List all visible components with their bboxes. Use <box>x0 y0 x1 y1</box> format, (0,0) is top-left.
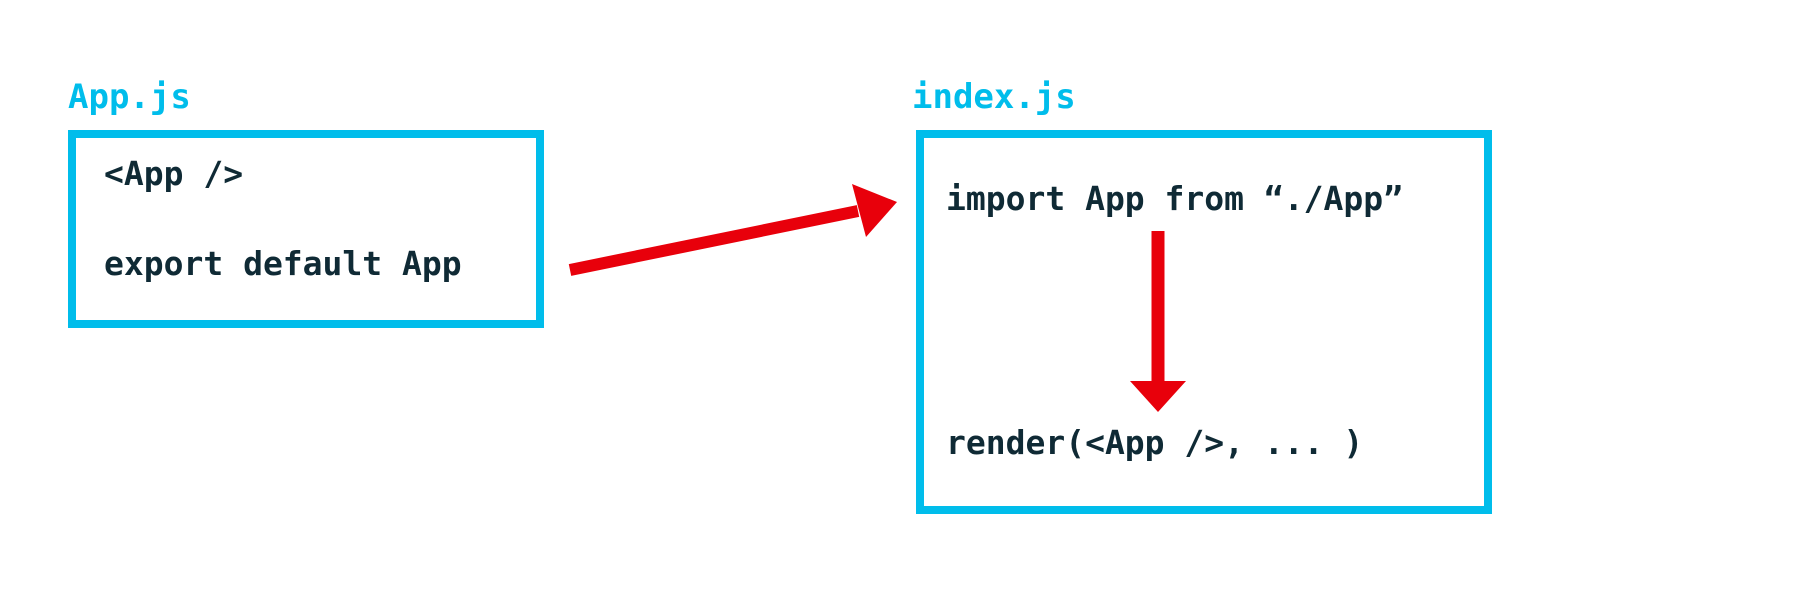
app-export-line: export default App <box>104 244 462 283</box>
app-jsx-line: <App /> <box>104 154 244 193</box>
export-to-import-arrow-shaft <box>568 205 860 276</box>
export-to-import-arrow <box>568 184 897 276</box>
app-file-label: App.js <box>68 77 191 117</box>
index-render-line: render(<App />, ... ) <box>946 423 1364 462</box>
export-to-import-arrow-head <box>852 184 897 237</box>
index-file-box <box>916 130 1492 514</box>
app-file-box <box>68 130 544 328</box>
index-file-label: index.js <box>912 77 1076 117</box>
index-import-line: import App from “./App” <box>946 179 1403 218</box>
